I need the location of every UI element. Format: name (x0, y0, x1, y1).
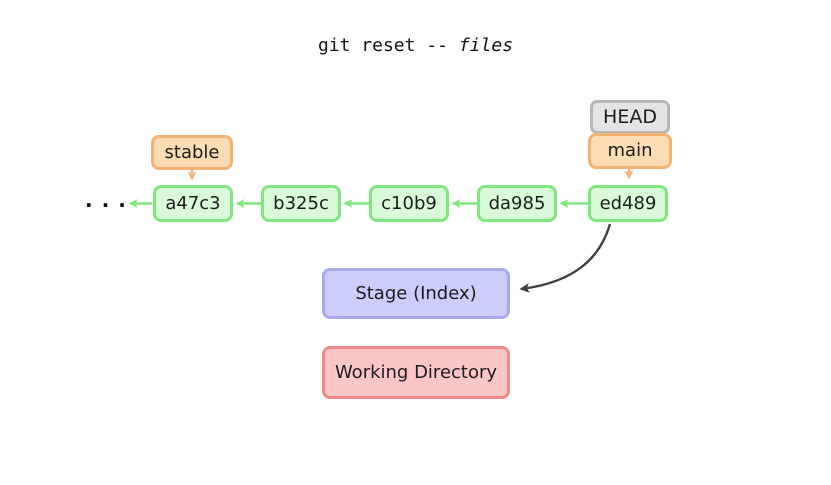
branch-stable: stable (151, 135, 233, 170)
branch-main-label: main (607, 140, 653, 161)
commit-label: da985 (488, 192, 546, 214)
arrow-ed489-to-stage (519, 223, 612, 293)
diagram-title: git reset -- files (0, 35, 831, 56)
commit-a47c3: a47c3 (153, 185, 233, 222)
commit-label: ed489 (599, 192, 657, 214)
commit-label: c10b9 (381, 192, 437, 214)
stage-index-box: Stage (Index) (322, 268, 510, 319)
working-directory-label: Working Directory (334, 361, 498, 383)
commit-b325c: b325c (261, 185, 341, 222)
commit-da985: da985 (477, 185, 557, 222)
head-label: HEAD (603, 105, 657, 128)
commit-label: b325c (273, 192, 329, 214)
title-command: git reset -- (317, 35, 459, 56)
history-ellipsis: ··· (85, 193, 135, 217)
commit-ed489: ed489 (588, 185, 668, 222)
commit-label: a47c3 (165, 192, 221, 214)
head-pointer: HEAD (590, 100, 670, 134)
working-directory-box: Working Directory (322, 346, 510, 399)
branch-stable-label: stable (164, 141, 220, 163)
branch-main: main (588, 133, 672, 169)
title-argument: files (458, 35, 514, 56)
commit-c10b9: c10b9 (369, 185, 449, 222)
stage-index-label: Stage (Index) (355, 282, 477, 304)
